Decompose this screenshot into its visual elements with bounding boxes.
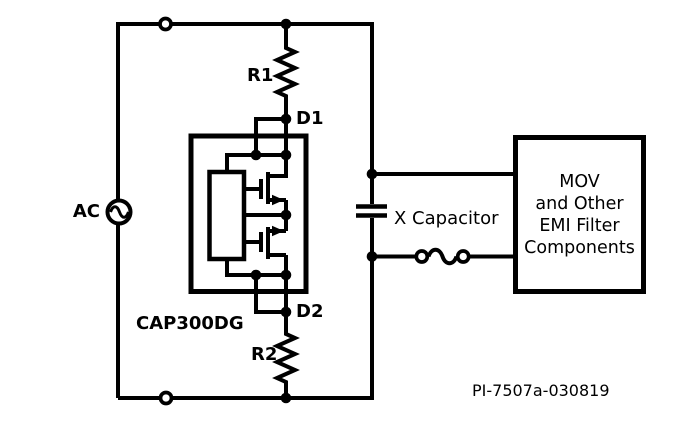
mov-box-line: and Other bbox=[535, 193, 624, 214]
x-capacitor-label: X Capacitor bbox=[394, 208, 499, 229]
ac-source-label: AC bbox=[72, 201, 100, 222]
fuse-symbol bbox=[372, 247, 513, 266]
mov-box-line: EMI Filter bbox=[539, 215, 620, 236]
ic-package-outline bbox=[188, 133, 309, 294]
part-number-label: PI-7507a-030819 bbox=[472, 381, 610, 400]
diode-d1-label: D1 bbox=[296, 108, 324, 129]
ic-name-label: CAP300DG bbox=[136, 313, 244, 334]
control-block bbox=[207, 169, 247, 262]
ac-source-icon bbox=[105, 198, 133, 226]
mov-box-line: MOV bbox=[559, 171, 600, 192]
resistor-r2-label: R2 bbox=[251, 344, 278, 365]
mosfet-bottom-symbol bbox=[244, 214, 288, 277]
resistor-r1-symbol bbox=[272, 24, 300, 119]
mov-emi-filter-box: MOV and Other EMI Filter Components bbox=[513, 135, 646, 294]
resistor-r2-symbol bbox=[272, 312, 300, 398]
terminal-bottom-icon bbox=[158, 390, 174, 406]
resistor-r1-label: R1 bbox=[247, 65, 274, 86]
mosfet-top-symbol bbox=[244, 153, 288, 216]
ic-internal-wires bbox=[225, 153, 286, 277]
diode-d2-label: D2 bbox=[296, 301, 324, 322]
x-capacitor-symbol bbox=[356, 204, 387, 218]
terminal-top-icon bbox=[158, 16, 173, 32]
mov-box-line: Components bbox=[524, 237, 635, 258]
junction-dots bbox=[250, 18, 378, 404]
